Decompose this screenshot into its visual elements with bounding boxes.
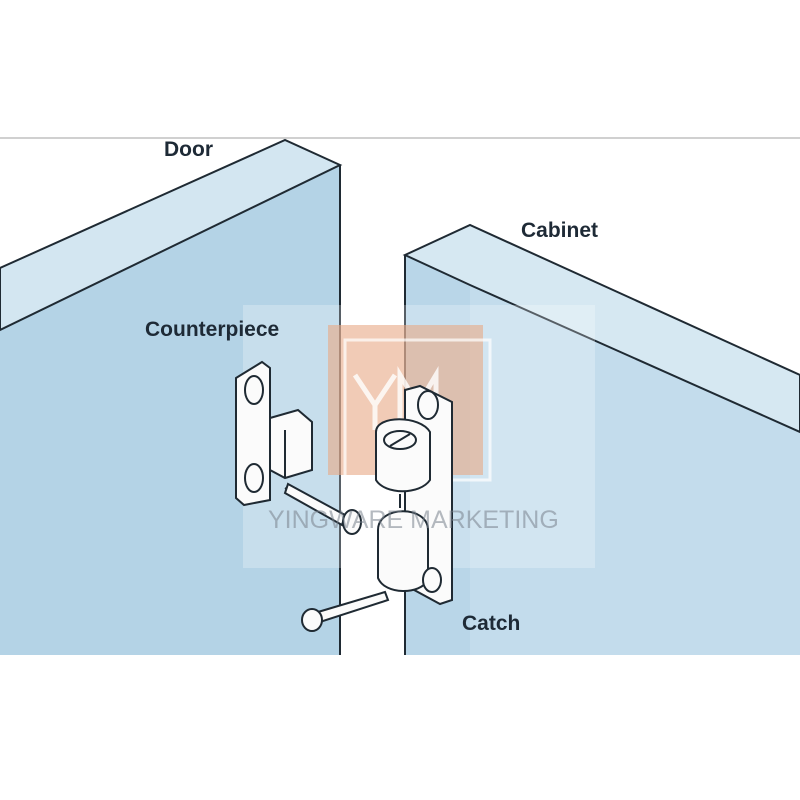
- watermark-text: YINGWARE MARKETING: [268, 506, 559, 534]
- counterpiece-label: Counterpiece: [145, 318, 280, 341]
- counterpiece: [235, 360, 313, 507]
- cabinet: [402, 223, 800, 655]
- screw-lower: [301, 590, 390, 632]
- cabinet-label: Cabinet: [521, 219, 599, 242]
- catch: [375, 384, 453, 606]
- screw-upper: [283, 482, 362, 535]
- door-label: Door: [164, 138, 213, 161]
- catch-label: Catch: [462, 612, 521, 635]
